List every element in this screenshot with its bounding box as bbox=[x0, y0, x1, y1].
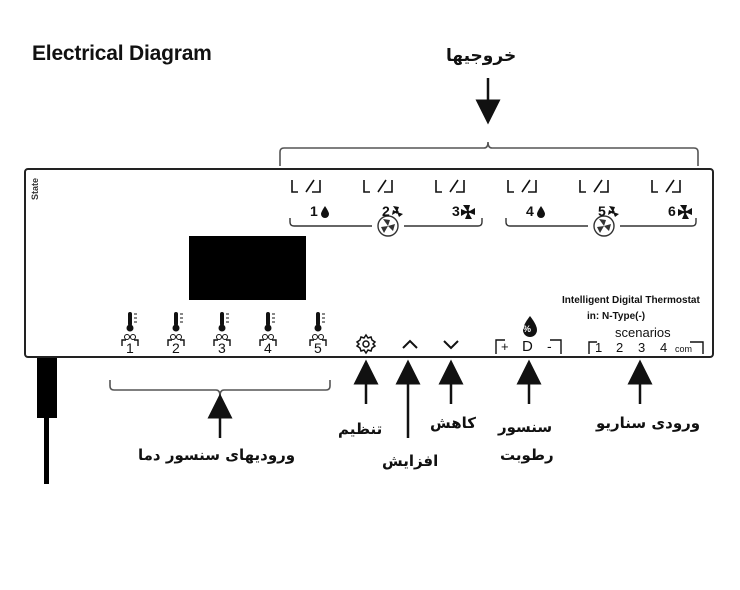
lcd-display bbox=[189, 236, 306, 300]
fan-large-icon bbox=[678, 205, 692, 219]
increase-label: افزایش bbox=[382, 452, 439, 470]
scenario-terminal-1: 1 bbox=[595, 340, 603, 355]
temperature-terminals bbox=[121, 312, 327, 346]
humidity-drop-icon bbox=[523, 316, 537, 337]
output-number-5: 5 bbox=[598, 203, 606, 219]
output-group-braces bbox=[289, 215, 697, 237]
humidity-percent-symbol: % bbox=[523, 324, 532, 334]
thermostat-panel bbox=[24, 168, 714, 358]
temperature-input-5: 5 bbox=[314, 340, 322, 356]
chevron-down-icon bbox=[443, 340, 459, 350]
power-cable-wire bbox=[44, 418, 49, 484]
scenario-terminal-bracket bbox=[588, 341, 704, 354]
relay-contacts bbox=[291, 179, 681, 193]
output-number-4: 4 bbox=[526, 203, 534, 219]
temperature-input-1: 1 bbox=[126, 340, 134, 356]
temperature-inputs-brace bbox=[109, 380, 331, 397]
output-number-2: 2 bbox=[382, 203, 390, 219]
scenario-terminal-2: 2 bbox=[616, 340, 624, 355]
output-number-6: 6 bbox=[668, 203, 676, 219]
fan-small-icon bbox=[608, 206, 619, 217]
outputs-label: خروجیها bbox=[446, 46, 517, 66]
water-drop-icon bbox=[537, 206, 545, 218]
outputs-brace bbox=[279, 141, 699, 166]
output-number-3: 3 bbox=[452, 203, 460, 219]
temperature-inputs-label: ورودیهای سنسور دما bbox=[138, 446, 296, 464]
scenario-terminal-4: 4 bbox=[660, 340, 668, 355]
temperature-input-2: 2 bbox=[172, 340, 180, 356]
humidity-sensor-label-line1: سنسور bbox=[498, 418, 553, 436]
humidity-terminal-bracket bbox=[495, 339, 562, 354]
humidity-sensor-label-line2: رطوبت bbox=[500, 446, 554, 464]
fan-large-icon bbox=[461, 205, 475, 219]
sensor-minus-terminal: - bbox=[547, 338, 552, 354]
output-channel-icons bbox=[321, 205, 692, 219]
input-type: in: N-Type(-) bbox=[587, 311, 646, 322]
scenario-terminal-com: com bbox=[675, 344, 693, 354]
decrease-label: کاهش bbox=[430, 414, 476, 432]
scenarios-label: scenarios bbox=[615, 325, 671, 340]
output-number-1: 1 bbox=[310, 203, 318, 219]
model-name: Intelligent Digital Thermostat bbox=[562, 295, 700, 306]
chevron-up-icon bbox=[402, 339, 418, 349]
water-drop-icon bbox=[321, 206, 329, 218]
sensor-data-terminal: D bbox=[522, 338, 533, 355]
scenario-terminal-3: 3 bbox=[638, 340, 646, 355]
gear-icon bbox=[355, 333, 377, 355]
sensor-plus-terminal: + bbox=[501, 339, 509, 354]
temperature-input-3: 3 bbox=[218, 340, 226, 356]
temperature-input-4: 4 bbox=[264, 340, 272, 356]
fan-small-icon bbox=[392, 206, 403, 217]
power-cable-plug bbox=[37, 358, 57, 418]
settings-label: تنظیم bbox=[338, 420, 383, 438]
scenario-inputs-label: ورودی سناریو bbox=[596, 414, 701, 432]
page-title: Electrical Diagram bbox=[32, 42, 212, 65]
fan-group-icons bbox=[381, 219, 611, 233]
